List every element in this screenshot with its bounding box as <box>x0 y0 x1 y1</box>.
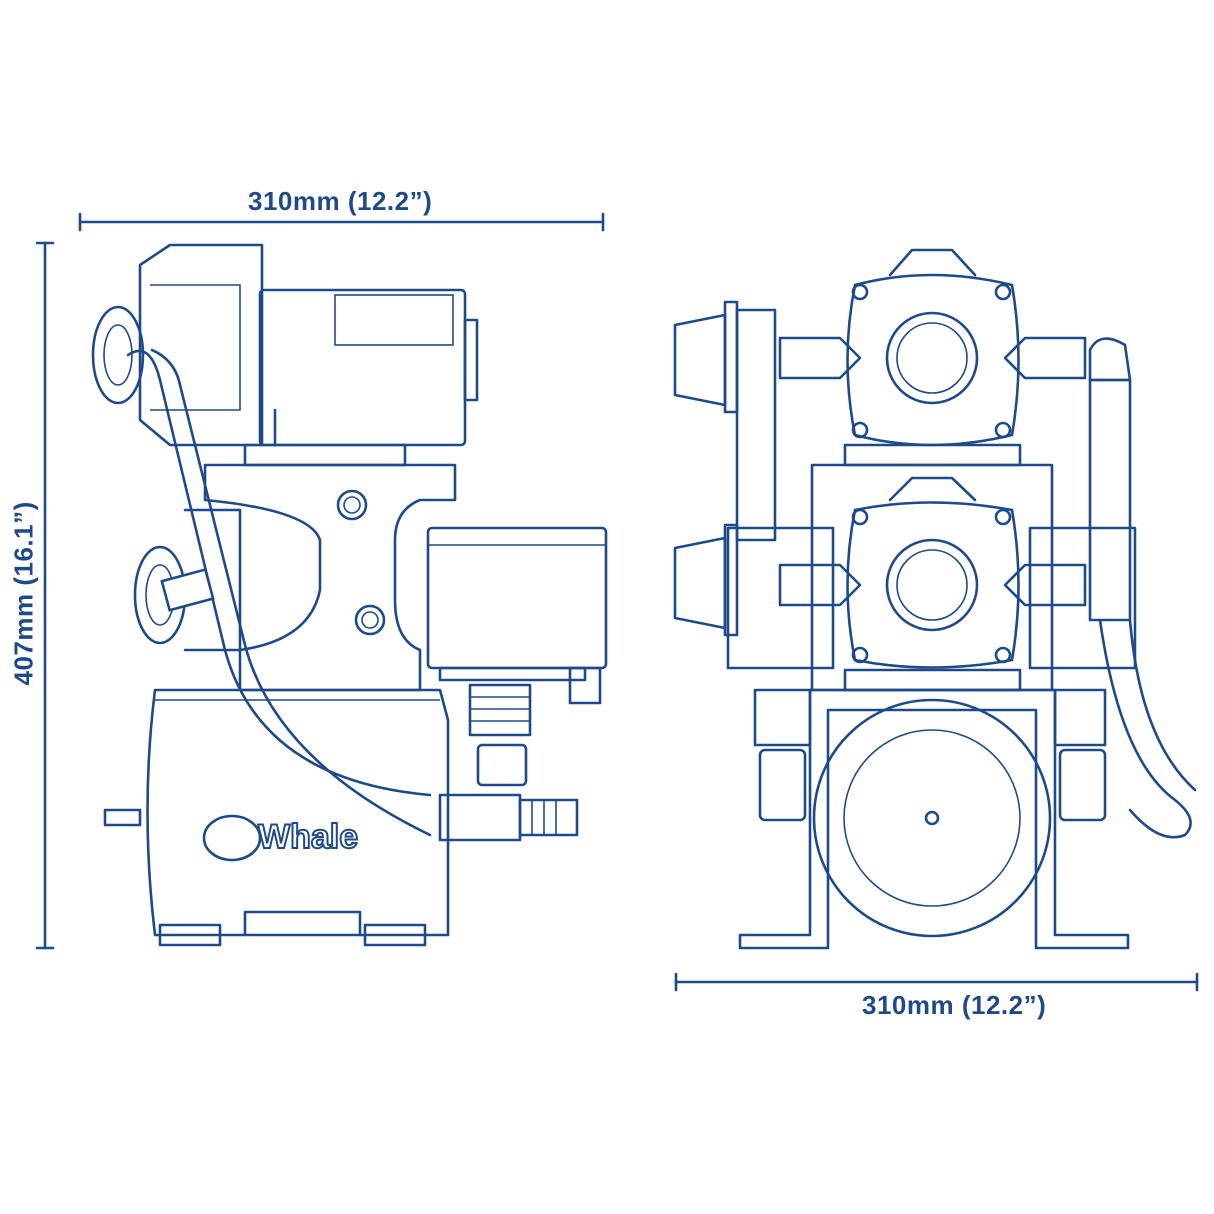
lower-pump-front <box>778 476 1087 692</box>
side-view <box>91 243 608 947</box>
accumulator-tank-side <box>103 688 450 947</box>
side-pumps-front <box>726 526 1137 670</box>
dimension-line-height <box>35 241 55 950</box>
dimension-line-bottom-width <box>674 972 1199 992</box>
pipes-front <box>735 308 1197 839</box>
whale-brand-logo: Whale <box>257 817 359 857</box>
dimension-line-top-width <box>78 212 605 232</box>
outlet-fittings-side <box>438 683 579 842</box>
upper-pump-front <box>778 248 1087 467</box>
upper-pump-side <box>91 243 479 467</box>
front-view <box>673 248 1197 950</box>
side-width-label: 310mm (12.2”) <box>248 186 433 216</box>
height-label: 407mm (16.1”) <box>8 501 39 686</box>
pressure-switch-side <box>426 526 608 705</box>
frame-side <box>203 463 457 692</box>
front-width-label: 310mm (12.2”) <box>862 990 1047 1020</box>
accumulator-tank-front <box>738 688 1130 950</box>
hose-side <box>126 348 432 837</box>
